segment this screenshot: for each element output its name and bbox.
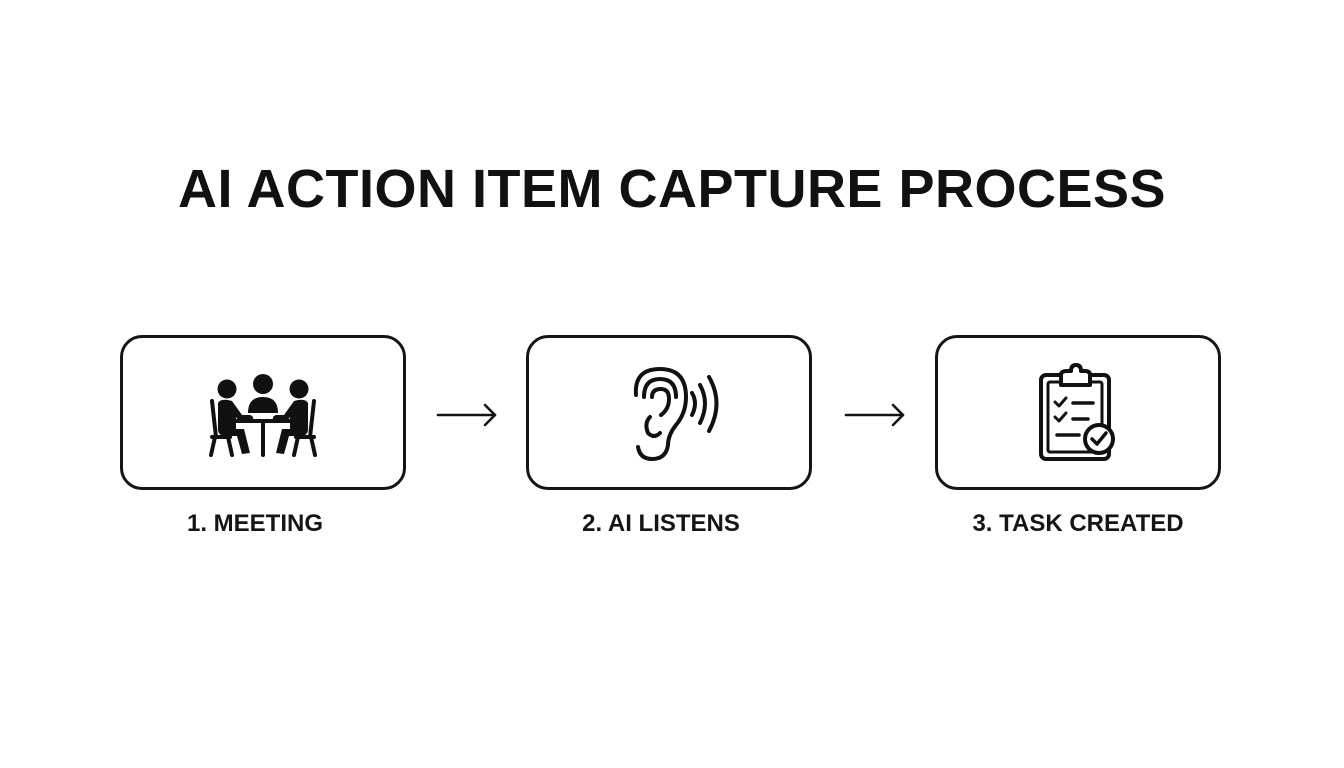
step-box-task-created	[935, 335, 1221, 490]
meeting-icon	[209, 374, 317, 457]
diagram-title: AI ACTION ITEM CAPTURE PROCESS	[177, 159, 1167, 219]
step-box-meeting	[120, 335, 406, 490]
arrow-right-icon	[844, 403, 905, 427]
step-label-task-created: 3. TASK CREATED	[972, 510, 1184, 537]
arrow-right-icon	[436, 403, 497, 427]
step-label-meeting: 1. MEETING	[186, 510, 324, 537]
ear-listening-icon	[633, 366, 719, 461]
step-label-ai-listens: 2. AI LISTENS	[582, 510, 740, 537]
step-box-ai-listens	[526, 335, 812, 490]
clipboard-check-icon	[1039, 362, 1115, 461]
